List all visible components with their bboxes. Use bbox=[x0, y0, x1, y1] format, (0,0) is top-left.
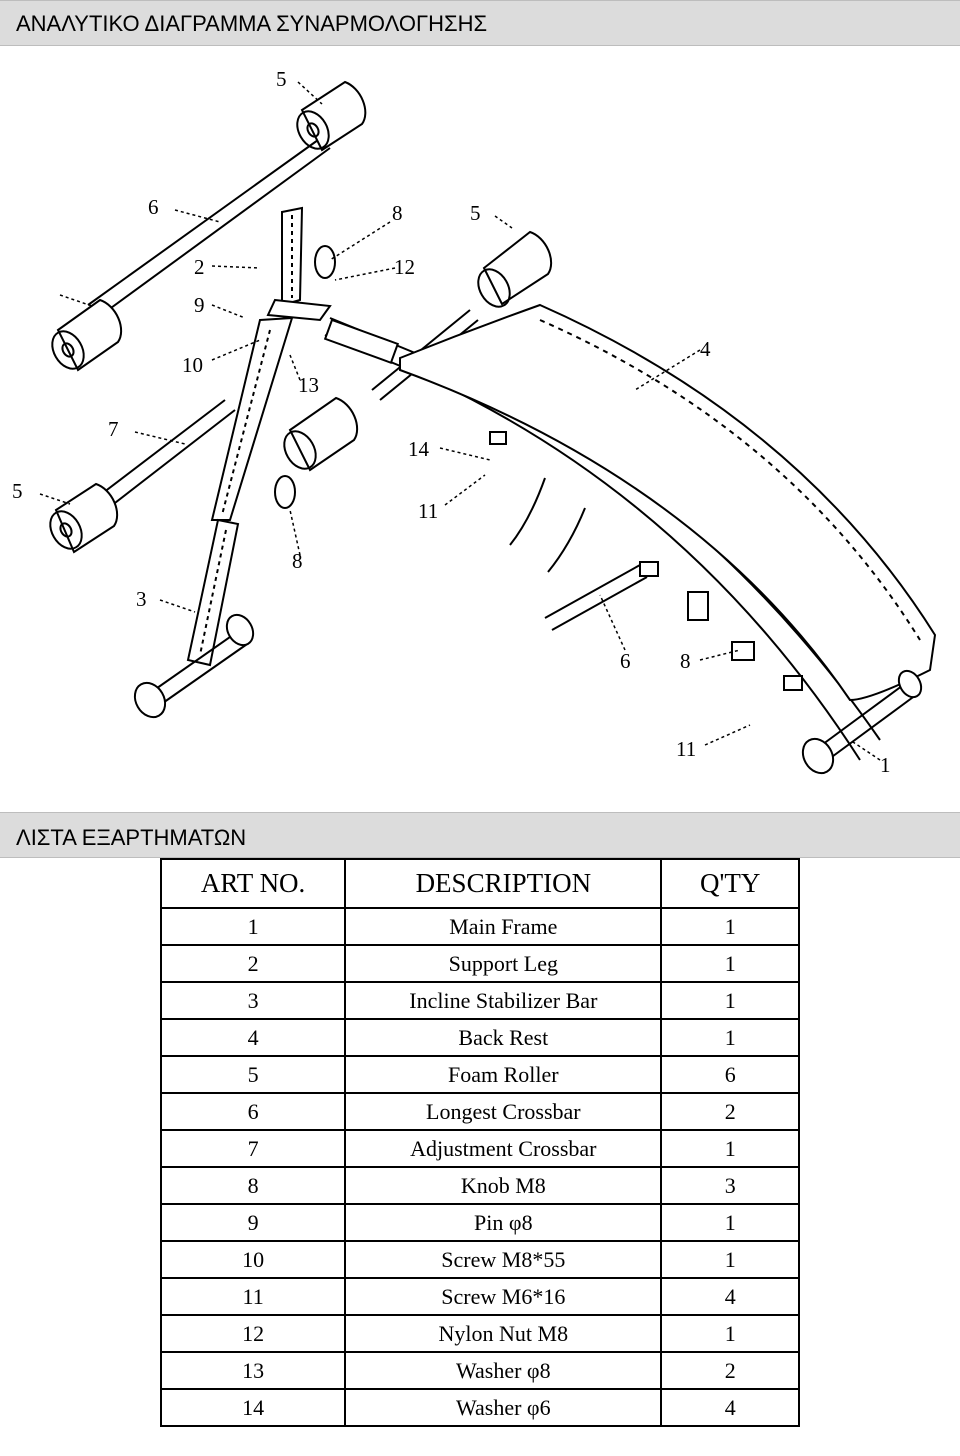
foam-roller-center bbox=[283, 396, 359, 472]
foam-roller-top bbox=[296, 80, 367, 152]
parts-list-title: ΛΙΣΤΑ ΕΞΑΡΤΗΜΑΤΩΝ bbox=[0, 812, 960, 858]
qty-cell: 1 bbox=[660, 981, 800, 1020]
art-no-cell: 3 bbox=[159, 981, 347, 1020]
page-title: ΑΝΑΛΥΤΙΚΟ ΔΙΑΓΡΑΜΜΑ ΣΥΝΑΡΜΟΛΟΓΗΣΗΣ bbox=[0, 0, 960, 46]
description-cell: Screw M8*55 bbox=[344, 1240, 663, 1279]
qty-cell: 2 bbox=[660, 1351, 800, 1390]
col-header-description: DESCRIPTION bbox=[344, 858, 663, 909]
qty-cell: 1 bbox=[660, 1314, 800, 1353]
callout-3: 3 bbox=[136, 587, 147, 611]
qty-cell: 1 bbox=[660, 1129, 800, 1168]
knob-top bbox=[274, 245, 336, 509]
assembly-diagram: 5 6 8 5 2 12 9 4 10 13 7 14 5 11 8 3 6 8… bbox=[12, 67, 937, 777]
art-no-cell: 4 bbox=[159, 1018, 347, 1057]
description-cell: Knob M8 bbox=[344, 1166, 663, 1205]
description-cell: Back Rest bbox=[344, 1018, 663, 1057]
incline-stabilizer-bar bbox=[133, 518, 255, 719]
art-no-cell: 10 bbox=[159, 1240, 347, 1279]
callout-labels: 5 6 8 5 2 12 9 4 10 13 7 14 5 11 8 3 6 8… bbox=[12, 67, 891, 777]
foam-roller-right bbox=[477, 230, 553, 308]
foam-roller-lower-left bbox=[49, 482, 119, 554]
callout-14: 14 bbox=[408, 437, 430, 461]
art-no-cell: 7 bbox=[159, 1129, 347, 1168]
description-cell: Incline Stabilizer Bar bbox=[344, 981, 663, 1020]
description-cell: Foam Roller bbox=[344, 1055, 663, 1094]
top-crossbar bbox=[87, 139, 331, 317]
front-crossbar bbox=[801, 669, 923, 775]
callout-2: 2 bbox=[194, 255, 205, 279]
callout-5-right: 5 bbox=[470, 201, 481, 225]
callout-4: 4 bbox=[700, 337, 711, 361]
qty-cell: 1 bbox=[660, 1018, 800, 1057]
qty-cell: 4 bbox=[660, 1277, 800, 1316]
callout-8-top: 8 bbox=[392, 201, 403, 225]
art-no-cell: 1 bbox=[159, 907, 347, 946]
art-no-cell: 5 bbox=[159, 1055, 347, 1094]
parts-table-header-row: ART NO. DESCRIPTION Q'TY bbox=[159, 858, 800, 909]
qty-cell: 1 bbox=[660, 907, 800, 946]
callout-12: 12 bbox=[394, 255, 415, 279]
qty-cell: 2 bbox=[660, 1092, 800, 1131]
support-leg bbox=[210, 206, 332, 521]
callout-1: 1 bbox=[880, 753, 891, 777]
longest-crossbar bbox=[544, 564, 648, 631]
callout-7: 7 bbox=[108, 417, 119, 441]
callout-5-top: 5 bbox=[276, 67, 287, 91]
callout-11-lower: 11 bbox=[676, 737, 696, 761]
description-cell: Nylon Nut M8 bbox=[344, 1314, 663, 1353]
art-no-cell: 13 bbox=[159, 1351, 347, 1390]
qty-cell: 4 bbox=[660, 1388, 800, 1427]
qty-cell: 3 bbox=[660, 1166, 800, 1205]
foam-roller-left bbox=[51, 298, 123, 372]
callout-8-mid: 8 bbox=[292, 549, 303, 573]
art-no-cell: 6 bbox=[159, 1092, 347, 1131]
description-cell: Adjustment Crossbar bbox=[344, 1129, 663, 1168]
art-no-cell: 12 bbox=[159, 1314, 347, 1353]
description-cell: Washer φ8 bbox=[344, 1351, 663, 1390]
callout-6-lower: 6 bbox=[620, 649, 631, 673]
description-cell: Pin φ8 bbox=[344, 1203, 663, 1242]
callout-13: 13 bbox=[298, 373, 319, 397]
col-header-art-no: ART NO. bbox=[159, 858, 347, 909]
description-cell: Longest Crossbar bbox=[344, 1092, 663, 1131]
qty-cell: 6 bbox=[660, 1055, 800, 1094]
callout-11-mid: 11 bbox=[418, 499, 438, 523]
callout-8-lower: 8 bbox=[680, 649, 691, 673]
art-no-cell: 8 bbox=[159, 1166, 347, 1205]
art-no-cell: 14 bbox=[159, 1388, 347, 1427]
art-no-cell: 2 bbox=[159, 944, 347, 983]
description-cell: Support Leg bbox=[344, 944, 663, 983]
col-header-qty: Q'TY bbox=[660, 858, 800, 909]
leader-lines bbox=[39, 81, 881, 761]
callout-9: 9 bbox=[194, 293, 205, 317]
callout-5-lower: 5 bbox=[12, 479, 23, 503]
callout-10: 10 bbox=[182, 353, 203, 377]
qty-cell: 1 bbox=[660, 1203, 800, 1242]
description-cell: Washer φ6 bbox=[344, 1388, 663, 1427]
back-rest bbox=[399, 303, 937, 702]
qty-cell: 1 bbox=[660, 944, 800, 983]
art-no-cell: 11 bbox=[159, 1277, 347, 1316]
callout-6-top: 6 bbox=[148, 195, 159, 219]
description-cell: Screw M6*16 bbox=[344, 1277, 663, 1316]
qty-cell: 1 bbox=[660, 1240, 800, 1279]
art-no-cell: 9 bbox=[159, 1203, 347, 1242]
description-cell: Main Frame bbox=[344, 907, 663, 946]
back-rest-brackets bbox=[489, 431, 803, 691]
